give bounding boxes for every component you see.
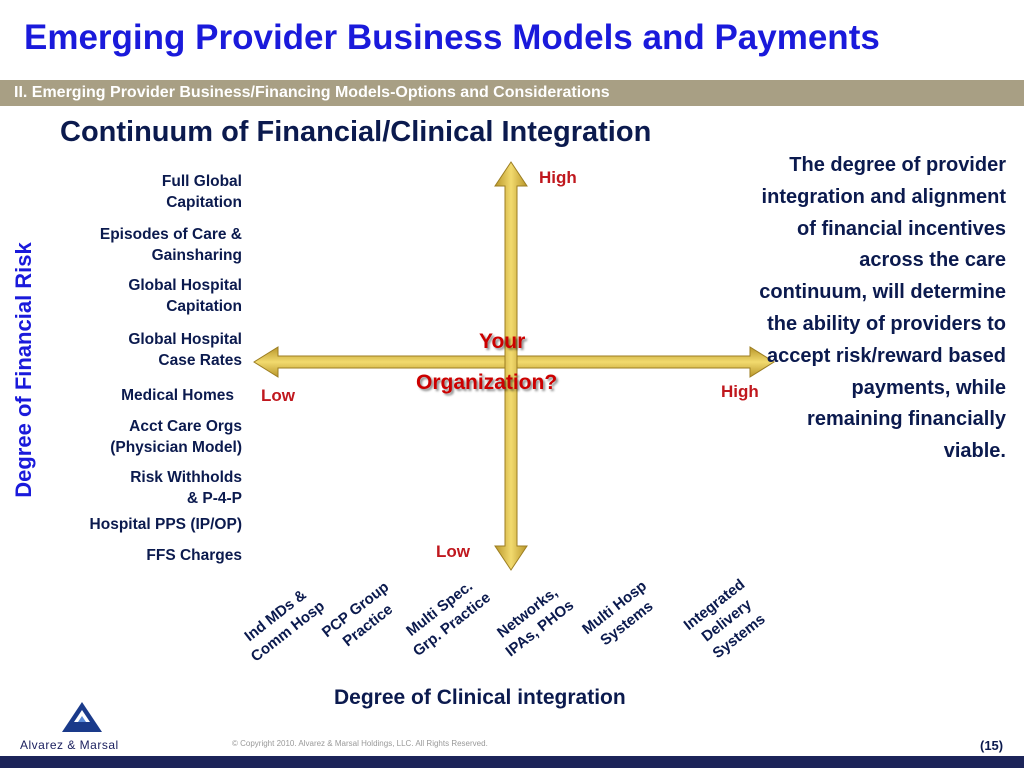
footer-bar	[0, 756, 1024, 768]
risk-item-line: Capitation	[166, 298, 242, 315]
company-logo-icon	[62, 702, 102, 732]
page-number: (15)	[980, 738, 1004, 753]
center-label-line1: Your	[479, 330, 526, 353]
copyright-text: © Copyright 2010. Alvarez & Marsal Holdi…	[232, 739, 488, 748]
risk-item-line: Global Hospital	[128, 277, 242, 294]
x-axis-label: Degree of Clinical integration	[334, 686, 626, 709]
x-axis-low-label: Low	[261, 386, 295, 405]
section-subtitle: II. Emerging Provider Business/Financing…	[14, 84, 610, 101]
company-logo-text: Alvarez & Marsal	[20, 738, 119, 752]
risk-item-line: Medical Homes	[121, 387, 234, 404]
risk-item-line: Global Hospital	[128, 331, 242, 348]
risk-item-8: Hospital PPS (IP/OP)	[90, 514, 242, 535]
risk-item-line: Gainsharing	[151, 247, 242, 264]
y-axis-high-label: High	[539, 168, 577, 187]
risk-item-line: Episodes of Care &	[99, 226, 242, 243]
diagram-heading: Continuum of Financial/Clinical Integrat…	[60, 116, 652, 148]
risk-item-1: Full Global Capitation	[162, 171, 242, 213]
risk-item-6: Acct Care Orgs (Physician Model)	[110, 416, 242, 458]
center-label-line2: Organization?	[416, 371, 558, 394]
risk-item-5: Medical Homes	[121, 385, 234, 406]
risk-item-line: Capitation	[166, 194, 242, 211]
y-axis-low-label: Low	[436, 542, 470, 561]
page-title: Emerging Provider Business Models and Pa…	[24, 18, 880, 57]
risk-item-line: FFS Charges	[146, 547, 242, 564]
risk-item-line: & P-4-P	[186, 490, 242, 507]
risk-item-3: Global Hospital Capitation	[128, 275, 242, 317]
risk-item-7: Risk Withholds & P-4-P	[130, 467, 242, 509]
risk-item-line: Full Global	[161, 173, 242, 190]
risk-item-line: (Physician Model)	[110, 439, 242, 456]
risk-item-9: FFS Charges	[146, 545, 242, 566]
risk-item-line: Hospital PPS (IP/OP)	[89, 516, 242, 533]
description-text: The degree of provider integration and a…	[759, 154, 1006, 463]
risk-item-line: Case Rates	[158, 352, 242, 369]
risk-item-4: Global Hospital Case Rates	[128, 329, 242, 371]
x-axis-high-label: High	[721, 382, 759, 401]
section-banner	[0, 80, 1024, 106]
risk-item-2: Episodes of Care & Gainsharing	[100, 224, 242, 266]
risk-item-line: Risk Withholds	[130, 469, 242, 486]
vertical-arrow	[494, 161, 528, 571]
risk-item-line: Acct Care Orgs	[129, 418, 242, 435]
